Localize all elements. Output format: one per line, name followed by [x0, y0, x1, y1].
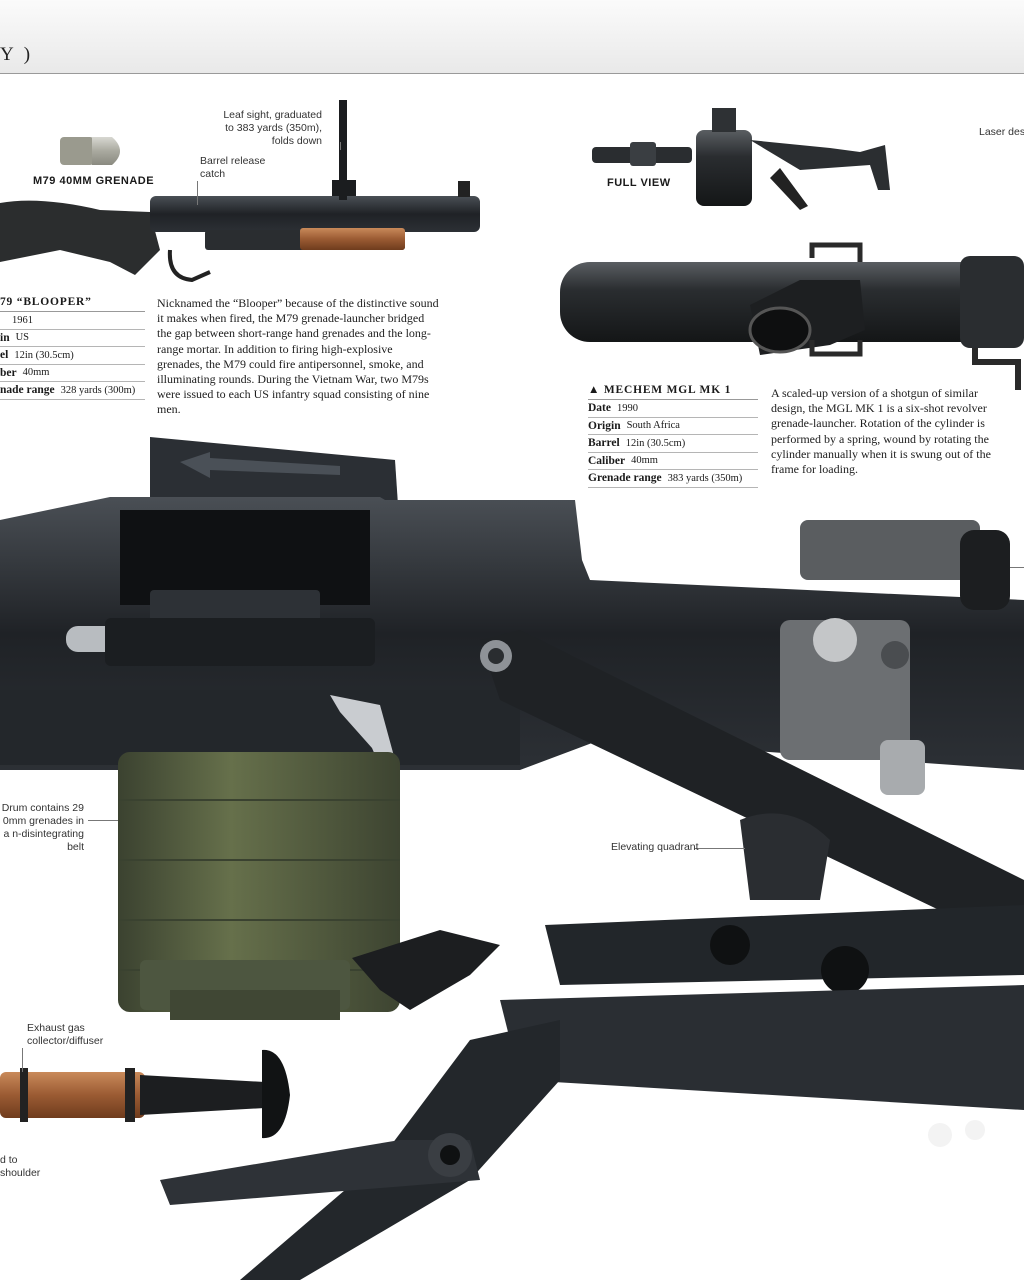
mgl-description: A scaled-up version of a shotgun of simi… [771, 386, 991, 477]
mgl-barrel-image [560, 242, 1024, 390]
header-text: Y ) [0, 44, 34, 65]
rpg-launcher-image [0, 1049, 290, 1139]
m79-grenade-caption: M79 40MM GRENADE [33, 175, 155, 187]
agl-image [0, 437, 1024, 1280]
leaf-sight-leader [340, 142, 341, 150]
m79-launcher-image [0, 100, 480, 283]
page-header [0, 0, 1024, 74]
m79-grenade-image [60, 137, 120, 165]
drum-label: Drum contains 29 0mm grenades in a n-dis… [1, 802, 84, 853]
shoulder-label: d to shoulder [0, 1154, 41, 1179]
exhaust-label: Exhaust gas collector/diffuser [27, 1022, 104, 1047]
drum-leader [88, 820, 118, 821]
mgl-spec-title: ▲ MECHEM MGL MK 1 [588, 384, 758, 400]
exhaust-leader [22, 1048, 23, 1072]
laser-leader [1010, 567, 1024, 568]
m79-spec-row: 1961 [0, 312, 145, 330]
mgl-full-view-image [592, 108, 890, 210]
barrel-catch-leader [197, 181, 198, 205]
full-view-caption: FULL VIEW [607, 177, 671, 189]
m79-description: Nicknamed the “Blooper” because of the d… [157, 296, 439, 417]
leaf-sight-label: Leaf sight, graduated to 383 yards (350m… [223, 109, 322, 147]
elevating-quadrant-label: Elevating quadrant [611, 841, 699, 853]
elevating-leader [695, 848, 745, 849]
barrel-catch-label: Barrel release catch [200, 155, 266, 180]
laser-label: Laser desig [979, 126, 1024, 138]
m79-spec-title: 79 “BLOOPER” [0, 296, 145, 312]
